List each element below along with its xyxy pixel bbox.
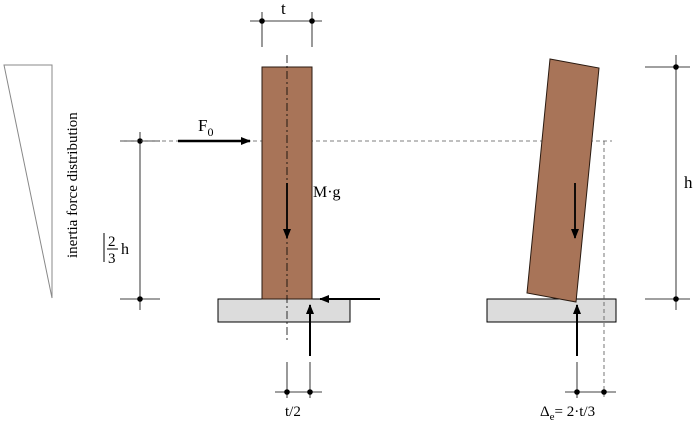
left-base [217,298,351,323]
t-label: t [281,0,286,18]
inertia-label: inertia force distribution [65,112,81,258]
force-label: F0 [198,116,213,139]
h-dot-bottom [673,296,679,302]
force-subscript: 0 [207,125,213,139]
h-label: h [684,173,693,192]
right-base [486,298,617,323]
weight-label: M·g [313,184,341,201]
half-t-dot-right [307,389,313,395]
two-thirds-denominator: 3 [108,251,116,267]
inertia-triangle [3,64,53,299]
two-thirds-dot-bottom [137,296,143,302]
two-thirds-dot-top [137,138,143,144]
delta-subscript: e [550,411,555,423]
two-thirds-h: h [121,241,129,258]
delta-dot-left [574,389,580,395]
half-t-dot-left [284,389,290,395]
half-t-label: t/2 [285,404,301,420]
delta-dot-right [601,389,607,395]
h-dot-top [673,64,679,70]
t-dot-right [309,18,315,24]
delta-value: = 2·t/3 [555,404,596,420]
delta-label: Δe= 2·t/3 [540,404,595,423]
right-wall [526,58,600,303]
two-thirds-numerator: 2 [108,234,116,250]
t-dot-left [259,18,265,24]
